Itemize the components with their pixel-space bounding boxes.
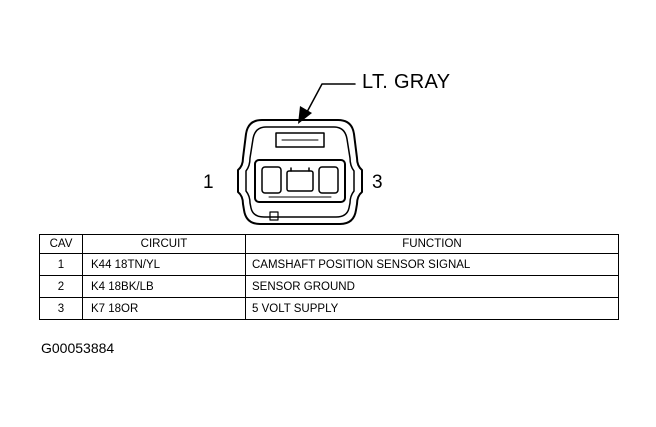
pinout-table: CAV CIRCUIT FUNCTION 1 K44 18TN/YL CAMSH…	[39, 234, 619, 320]
connector-inner-shell	[245, 126, 355, 218]
locking-tab	[275, 132, 325, 148]
cell-circuit: K4 18BK/LB	[82, 275, 246, 298]
cavity-2	[286, 170, 314, 192]
cell-cav: 2	[39, 275, 83, 298]
table-header-row: CAV CIRCUIT FUNCTION	[39, 234, 619, 254]
header-function: FUNCTION	[245, 234, 619, 254]
figure-id: G00053884	[41, 340, 115, 356]
cell-circuit: K44 18TN/YL	[82, 253, 246, 276]
connector-outer-shell	[237, 119, 363, 225]
cell-function: 5 VOLT SUPPLY	[245, 297, 619, 320]
table-row: 2 K4 18BK/LB SENSOR GROUND	[39, 275, 619, 298]
cell-cav: 3	[39, 297, 83, 320]
cavity-3	[318, 166, 339, 194]
color-callout-label: LT. GRAY	[362, 71, 451, 93]
cavity-1	[261, 166, 282, 194]
table-row: 1 K44 18TN/YL CAMSHAFT POSITION SENSOR S…	[39, 253, 619, 276]
cell-function: CAMSHAFT POSITION SENSOR SIGNAL	[245, 253, 619, 276]
terminal-cavity-block	[254, 159, 346, 203]
table-row: 3 K7 18OR 5 VOLT SUPPLY	[39, 297, 619, 320]
pin-label-left: 1	[203, 172, 214, 193]
callout-leader-line	[306, 83, 356, 113]
cell-function: SENSOR GROUND	[245, 275, 619, 298]
cell-cav: 1	[39, 253, 83, 276]
header-cav: CAV	[39, 234, 83, 254]
cell-circuit: K7 18OR	[82, 297, 246, 320]
bottom-key	[269, 211, 279, 221]
connector-diagram	[237, 83, 363, 225]
header-circuit: CIRCUIT	[82, 234, 246, 254]
pin-label-right: 3	[372, 172, 383, 193]
callout-arrowhead	[298, 106, 312, 124]
